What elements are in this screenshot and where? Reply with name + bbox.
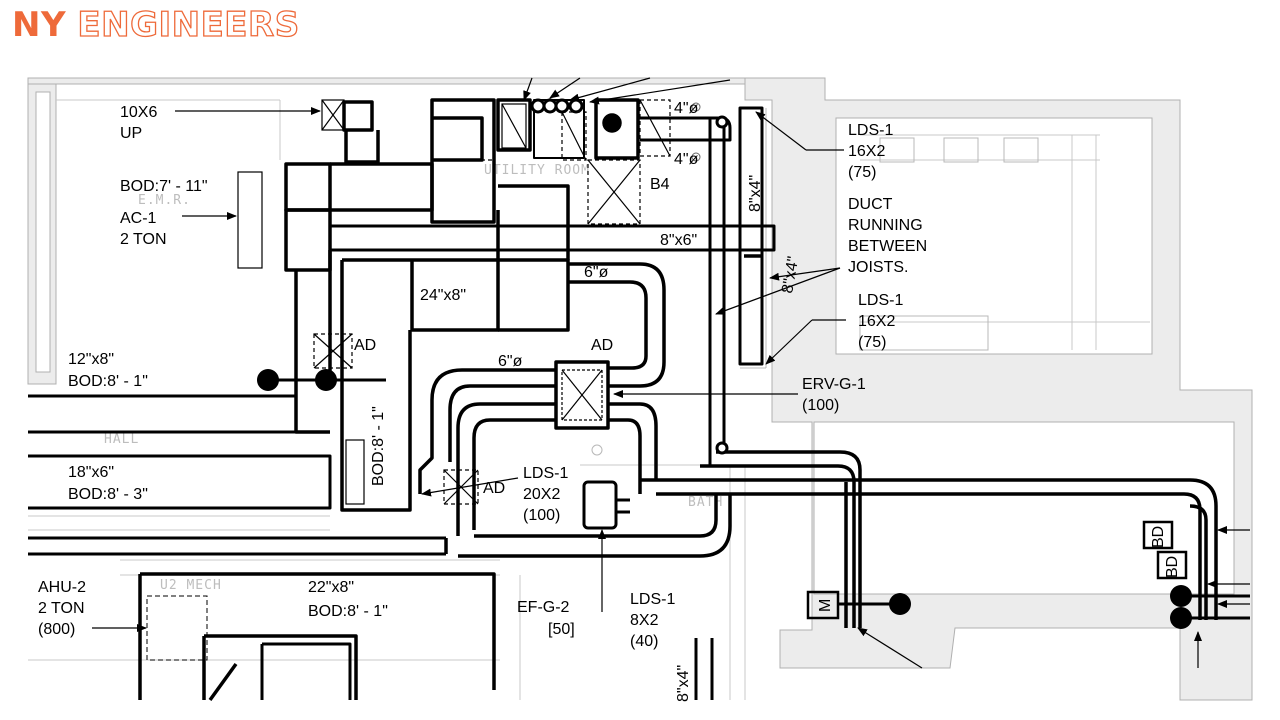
ef-g-2-fan-icon [582, 480, 630, 530]
label-12x8: 12"x8" [68, 351, 114, 368]
label-8x4-c: 8"x4" [675, 665, 692, 702]
label-lds-c-cfm: (100) [523, 507, 560, 524]
label-lds-a-tag: LDS-1 [848, 122, 893, 139]
label-8x4-a: 8"x4" [747, 175, 764, 212]
room-u2-mech: U2 MECH [160, 578, 222, 593]
label-6in-b: 6"ø [498, 353, 523, 370]
connection-dots [257, 369, 1250, 629]
logo-engineers: ENGINEERS [77, 5, 300, 45]
label-bd-2: BD [1164, 556, 1181, 578]
label-ahu2-tag: AHU-2 [38, 579, 86, 596]
label-bd-1: BD [1150, 526, 1167, 548]
logo-ny: NY [12, 5, 67, 45]
label-lds-b-cfm: (75) [858, 334, 886, 351]
label-lds-d-tag: LDS-1 [630, 591, 675, 608]
label-note-4: JOISTS. [848, 259, 908, 276]
flex-duct-icon [530, 98, 729, 455]
label-up-size: 10X6 [120, 104, 157, 121]
label-bod-711: BOD:7' - 11" [120, 178, 208, 195]
label-lds-d-size: 8X2 [630, 612, 659, 629]
label-m: M [817, 599, 834, 612]
label-bod-83: BOD:8' - 3" [68, 486, 148, 503]
label-ad-2: AD [591, 337, 613, 354]
label-ac1-tag: AC-1 [120, 210, 157, 227]
label-lds-b-tag: LDS-1 [858, 292, 903, 309]
label-8x4-b: 8"x4" [779, 255, 802, 295]
label-ef-tag: EF-G-2 [517, 599, 570, 616]
label-lds-c-size: 20X2 [523, 486, 560, 503]
label-lds-a-cfm: (75) [848, 164, 876, 181]
leader-lines [92, 77, 1250, 669]
annotations: 10X6 UP BOD:7' - 11" AC-1 2 TON 12"x8" B… [38, 100, 1181, 702]
label-18x6: 18"x6" [68, 464, 114, 481]
label-24x8: 24"x8" [420, 287, 466, 304]
label-4in-a: 4"ø [674, 100, 699, 117]
room-right-lower [813, 421, 1235, 595]
room-right [835, 117, 1153, 355]
label-note-1: DUCT [848, 196, 893, 213]
company-logo: NY ENGINEERS [12, 5, 300, 45]
label-lds-b-size: 16X2 [858, 313, 895, 330]
label-b4: B4 [650, 176, 670, 193]
label-note-3: BETWEEN [848, 238, 927, 255]
ductwork [28, 98, 1218, 702]
fittings [237, 99, 1188, 620]
label-ac1-cap: 2 TON [120, 231, 167, 248]
label-ahu2-cfm: (800) [38, 621, 75, 638]
label-ad-1: AD [354, 337, 376, 354]
room-emr: E.M.R. [138, 193, 191, 208]
label-ad-3: AD [483, 480, 505, 497]
label-ahu2-cap: 2 TON [38, 600, 85, 617]
label-bod-81v: BOD:8' - 1" [370, 406, 387, 486]
room-utility: UTILITY ROOM [484, 163, 590, 178]
label-lds-d-cfm: (40) [630, 633, 658, 650]
label-erv-tag: ERV-G-1 [802, 376, 866, 393]
label-bod-81a: BOD:8' - 1" [68, 373, 148, 390]
label-8x6: 8"x6" [660, 232, 697, 249]
label-ef-cfm: [50] [548, 621, 575, 638]
label-22x8: 22"x8" [308, 579, 354, 596]
room-bath: BATH [688, 495, 723, 510]
label-up: UP [120, 125, 142, 142]
label-erv-cfm: (100) [802, 397, 839, 414]
label-6in-a: 6"ø [584, 264, 609, 281]
label-4in-b: 4"ø [674, 151, 699, 168]
architecture [27, 77, 1253, 701]
label-bod-81b: BOD:8' - 1" [308, 603, 388, 620]
room-names: E.M.R. UTILITY ROOM HALL U2 MECH BATH [104, 163, 723, 593]
label-lds-a-size: 16X2 [848, 143, 885, 160]
label-note-2: RUNNING [848, 217, 923, 234]
label-lds-c-tag: LDS-1 [523, 465, 568, 482]
room-hall: HALL [104, 432, 139, 447]
